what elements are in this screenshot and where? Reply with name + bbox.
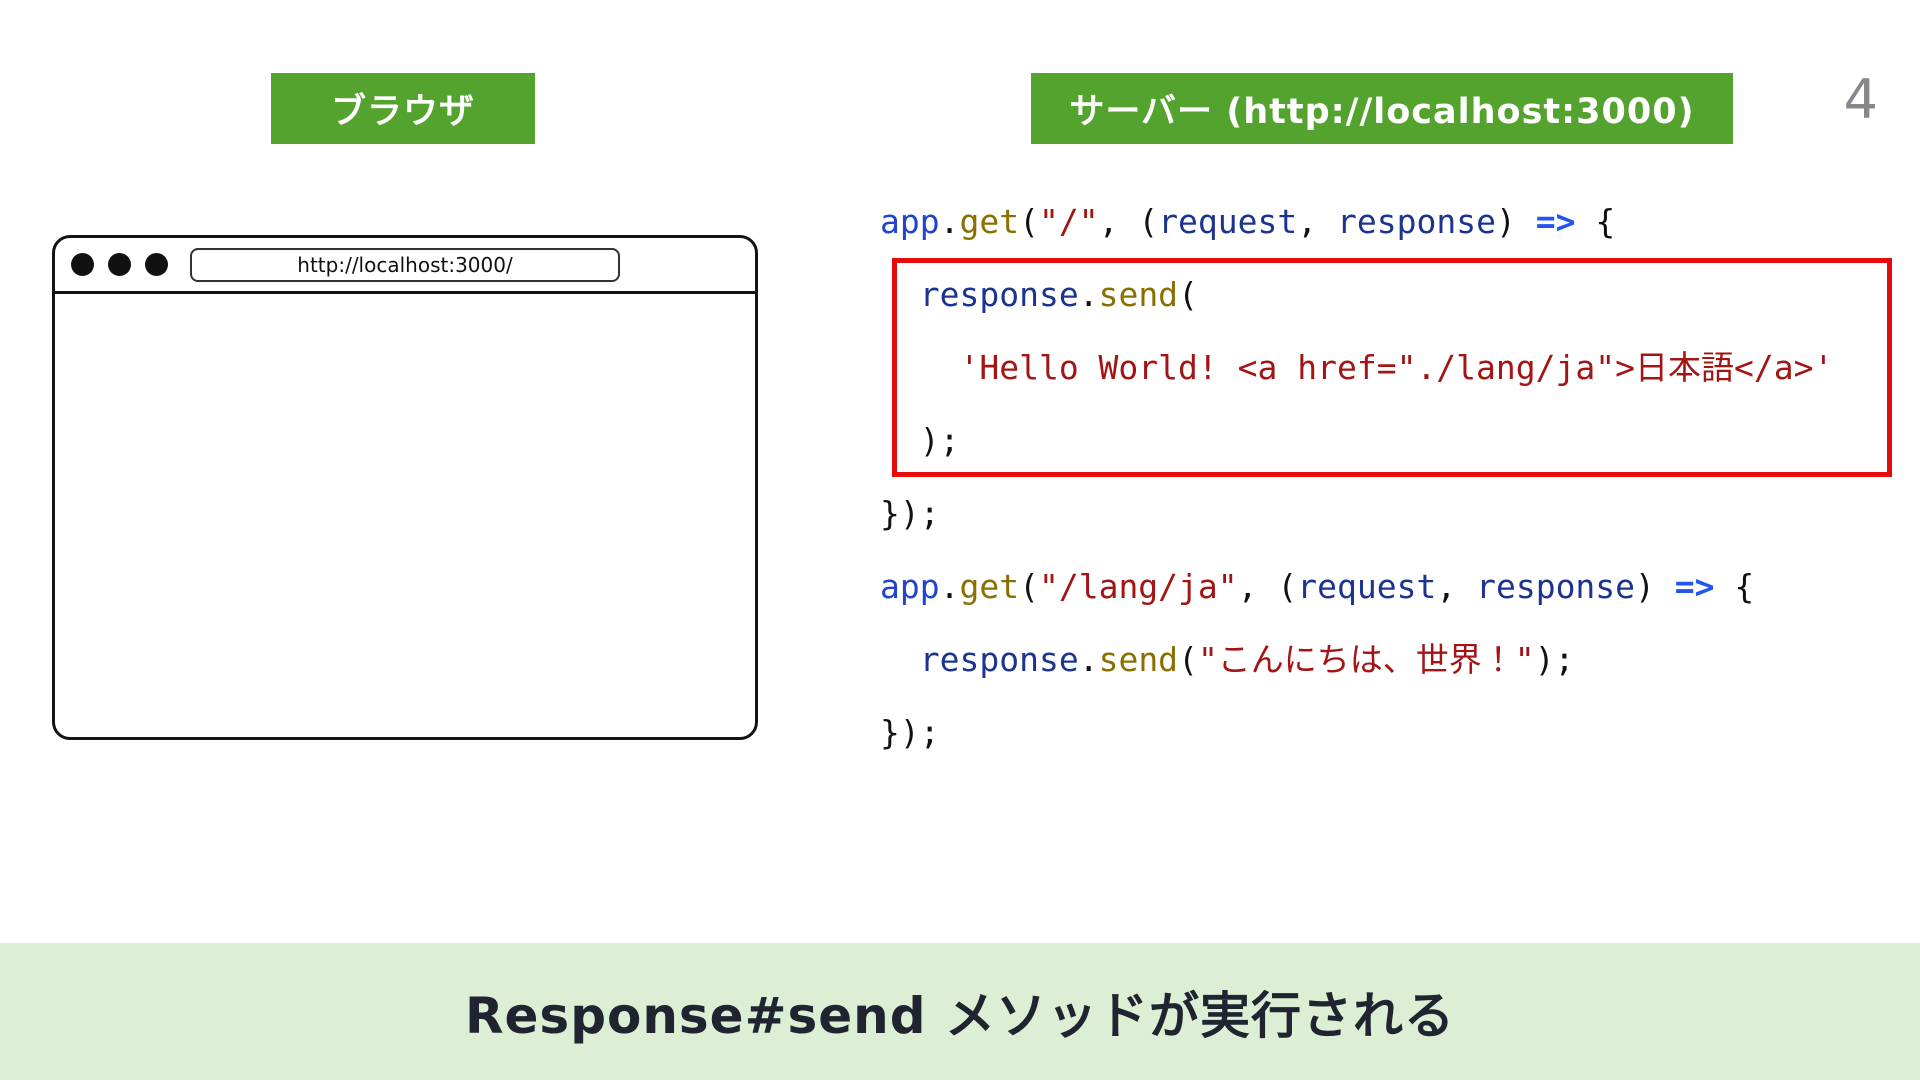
window-dot-icon — [108, 253, 131, 276]
footer-banner: Response#send メソッドが実行される — [0, 943, 1920, 1080]
browser-titlebar: http://localhost:3000/ — [55, 238, 755, 294]
window-dot-icon — [71, 253, 94, 276]
code-line: app.get("/lang/ja", (request, response) … — [880, 567, 1755, 606]
code-before: app.get("/", (request, response) => { — [880, 185, 1833, 258]
caption: Response#send メソッドが実行される — [465, 986, 1455, 1045]
browser-window: http://localhost:3000/ — [52, 235, 758, 740]
browser-label: ブラウザ — [271, 73, 535, 144]
code-line: response.send("こんにちは、世界！"); — [919, 640, 1575, 679]
code-line: response.send( — [919, 275, 1198, 314]
code-line: 'Hello World! <a href="./lang/ja">日本語</a… — [959, 348, 1834, 387]
window-dot-icon — [145, 253, 168, 276]
code-line: }); — [880, 713, 940, 752]
url-bar: http://localhost:3000/ — [190, 247, 620, 282]
server-label: サーバー (http://localhost:3000) — [1031, 73, 1733, 144]
page-number: 4 — [1843, 68, 1878, 131]
code-after: }); app.get("/lang/ja", (request, respons… — [880, 477, 1833, 769]
browser-viewport — [55, 294, 755, 737]
code-line: ); — [880, 421, 960, 460]
code-block: app.get("/", (request, response) => { re… — [880, 185, 1833, 769]
code-highlighted: response.send( 'Hello World! <a href="./… — [880, 258, 1834, 477]
code-line: }); — [880, 494, 940, 533]
code-line: app.get("/", (request, response) => { — [880, 202, 1616, 241]
